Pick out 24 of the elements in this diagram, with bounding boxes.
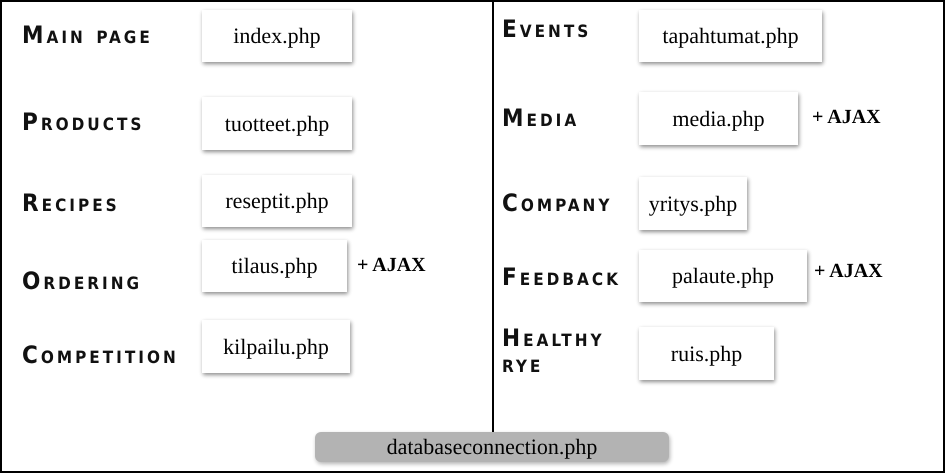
file-box: palaute.php <box>639 250 807 302</box>
file-box: kilpailu.php <box>202 320 350 373</box>
page-name: Media <box>502 105 580 131</box>
file-box: reseptit.php <box>202 175 352 227</box>
ajax-note: + AJAX <box>357 254 426 277</box>
page-name: Recipes <box>22 190 121 216</box>
page-name: Events <box>502 16 592 42</box>
file-box: yritys.php <box>639 177 747 230</box>
ajax-note: + AJAX <box>814 260 883 283</box>
file-box: tuotteet.php <box>202 97 352 150</box>
page-name: Ordering <box>22 268 144 294</box>
page-name: Company <box>502 190 614 216</box>
file-box: media.php <box>639 92 798 145</box>
file-box: ruis.php <box>639 327 774 380</box>
page-name: Products <box>22 109 146 135</box>
page-name: Competition <box>22 342 180 368</box>
ajax-note: + AJAX <box>812 106 881 129</box>
file-box: tilaus.php <box>202 240 347 292</box>
page-name: Feedback <box>502 264 622 290</box>
page-name: Main page <box>22 22 154 48</box>
database-file-box: databaseconnection.php <box>315 432 669 462</box>
page-name: Healthy rye <box>502 325 606 377</box>
file-box: index.php <box>202 10 352 62</box>
file-box: tapahtumat.php <box>639 10 822 62</box>
